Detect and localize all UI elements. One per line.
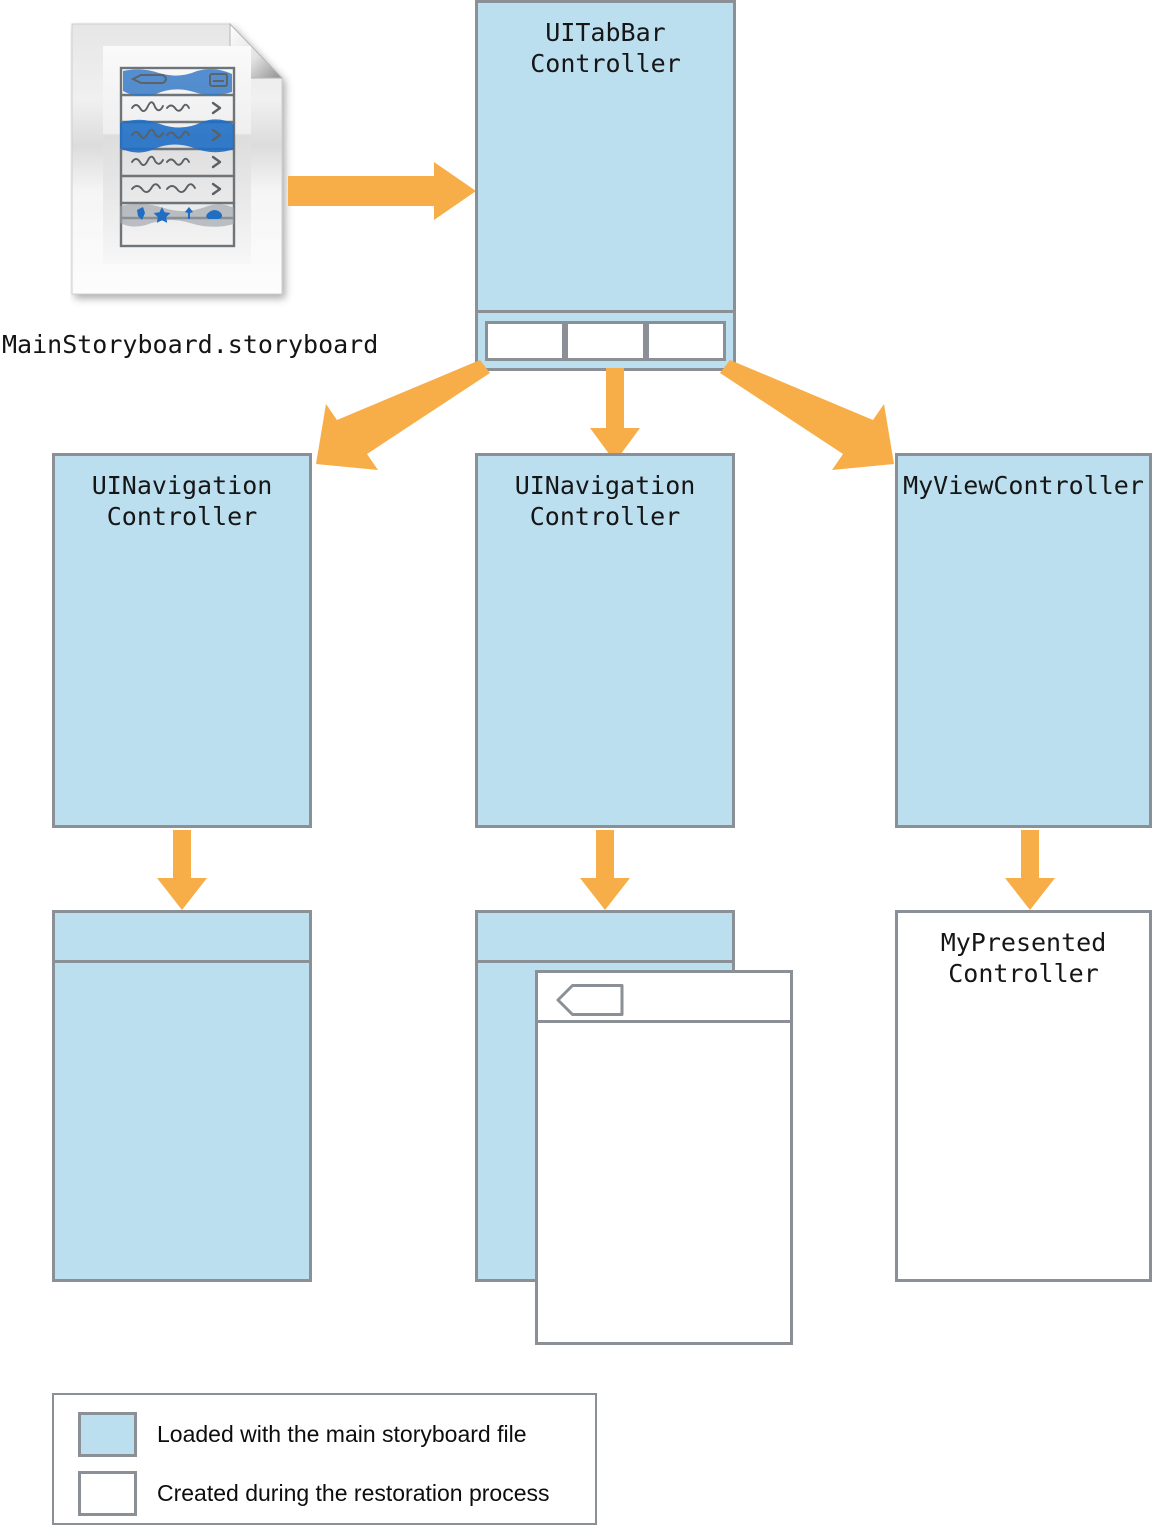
legend-label-loaded: Loaded with the main storyboard file — [157, 1421, 527, 1447]
legend-swatch-created — [78, 1471, 137, 1516]
arrow-tabbar-to-nav-left — [316, 360, 490, 470]
legend: Loaded with the main storyboard file Cre… — [52, 1393, 597, 1525]
arrow-nav-left-to-scene — [157, 830, 207, 910]
node-nav-left-root-scene[interactable] — [52, 910, 312, 1282]
arrow-storyboard-to-tabbar — [288, 162, 476, 220]
legend-item-loaded: Loaded with the main storyboard file — [78, 1412, 527, 1457]
storyboard-document-icon — [70, 22, 298, 307]
tab-item-2[interactable] — [565, 320, 646, 361]
arrow-my-view-controller-to-presented — [1005, 830, 1055, 910]
legend-label-created: Created during the restoration process — [157, 1480, 550, 1506]
storyboard-file-label: MainStoryboard.storyboard — [2, 330, 379, 359]
node-uinavigationcontroller-left[interactable]: UINavigation Controller — [52, 453, 312, 828]
node-mypresentedcontroller[interactable]: MyPresented Controller — [895, 910, 1152, 1282]
node-uinavigationcontroller-left-title: UINavigation Controller — [91, 471, 273, 531]
node-mypresentedcontroller-title: MyPresented Controller — [940, 928, 1107, 988]
node-pushed-restored-scene[interactable] — [535, 970, 793, 1345]
legend-item-created: Created during the restoration process — [78, 1471, 550, 1516]
node-uitabbarcontroller-title: UITabBar Controller — [530, 18, 681, 78]
node-uitabbarcontroller[interactable]: UITabBar Controller — [475, 0, 736, 371]
node-myviewcontroller-title: MyViewController — [903, 471, 1144, 500]
tab-item-1[interactable] — [485, 320, 566, 361]
tab-bar-strip — [478, 310, 733, 368]
nav-bar-middle-scene — [478, 913, 732, 963]
arrow-tabbar-to-nav-middle — [590, 368, 640, 462]
back-button-icon[interactable] — [556, 984, 624, 1016]
node-uinavigationcontroller-middle[interactable]: UINavigation Controller — [475, 453, 735, 828]
arrow-nav-middle-to-scene — [580, 830, 630, 910]
tab-item-3[interactable] — [645, 320, 726, 361]
nav-bar-pushed-scene — [538, 973, 790, 1023]
node-uinavigationcontroller-middle-title: UINavigation Controller — [514, 471, 696, 531]
nav-bar-left-scene — [55, 913, 309, 963]
arrow-tabbar-to-my-view-controller — [720, 360, 894, 470]
node-myviewcontroller[interactable]: MyViewController — [895, 453, 1152, 828]
legend-swatch-loaded — [78, 1412, 137, 1457]
